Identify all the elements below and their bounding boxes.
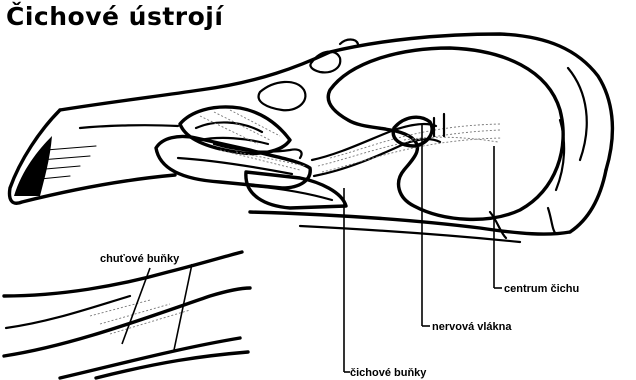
brain xyxy=(328,48,563,219)
skull-outline xyxy=(60,34,612,242)
label-nerve-fibers: nervová vlákna xyxy=(432,321,512,333)
taste-inset xyxy=(4,252,250,378)
label-taste-cells: chuťové buňky xyxy=(100,253,180,265)
snout xyxy=(10,110,179,203)
label-smell-center: centrum čichu xyxy=(504,283,579,295)
nasal-turbinates xyxy=(156,107,346,208)
label-olfactory-cells: čichové buňky xyxy=(350,367,427,379)
